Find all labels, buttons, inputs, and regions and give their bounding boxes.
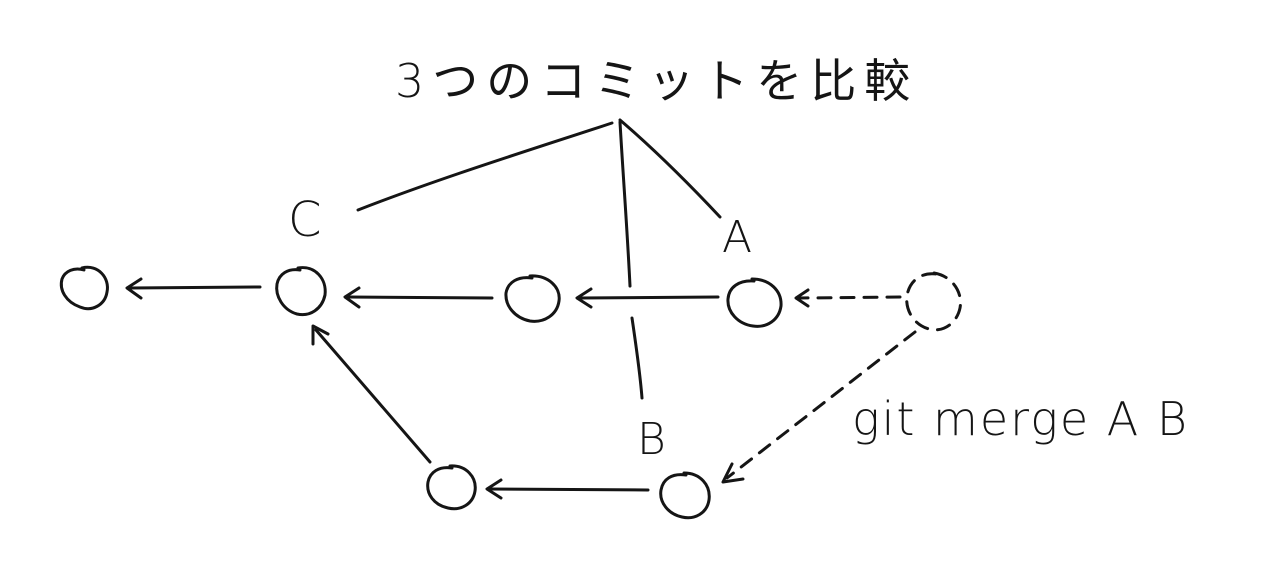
arrow-b-to-prev <box>488 487 650 492</box>
arrow-merge-to-b <box>725 330 917 480</box>
arrow-to-c <box>346 295 494 300</box>
compare-line-c <box>356 121 614 212</box>
commit-node <box>426 464 477 511</box>
compare-line-b-upper <box>618 120 632 288</box>
commit-node <box>504 274 561 323</box>
arrowhead-icon <box>794 288 810 308</box>
commit-nodes <box>59 265 962 520</box>
commit-node-merge <box>905 271 962 332</box>
comparison-lines <box>356 118 722 400</box>
arrowhead-icon <box>311 324 330 346</box>
arrowhead-icon <box>575 287 593 309</box>
compare-line-b-lower <box>630 316 644 400</box>
commit-node <box>59 265 109 311</box>
parent-arrows <box>125 277 917 500</box>
commit-label-a: A <box>722 212 753 263</box>
arrowhead-icon <box>125 277 143 300</box>
arrow-to-c-diagonal <box>314 328 432 464</box>
arrow-merge-to-a <box>798 295 902 300</box>
arrowhead-icon <box>343 286 361 309</box>
diagram-title: 3つのコミットを比較 <box>395 54 919 108</box>
commit-node-a <box>726 277 783 328</box>
commit-node-c <box>275 266 327 317</box>
commit-node-b <box>659 471 711 520</box>
arrowhead-icon <box>721 462 745 484</box>
commit-label-c: C <box>288 192 322 248</box>
arrowhead-icon <box>485 478 503 500</box>
arrow-a-to-prev <box>578 295 720 300</box>
commit-label-b: B <box>637 414 666 465</box>
compare-line-a <box>618 118 722 219</box>
git-command: git merge A B <box>852 392 1189 446</box>
arrow-c-to-root <box>128 285 262 290</box>
